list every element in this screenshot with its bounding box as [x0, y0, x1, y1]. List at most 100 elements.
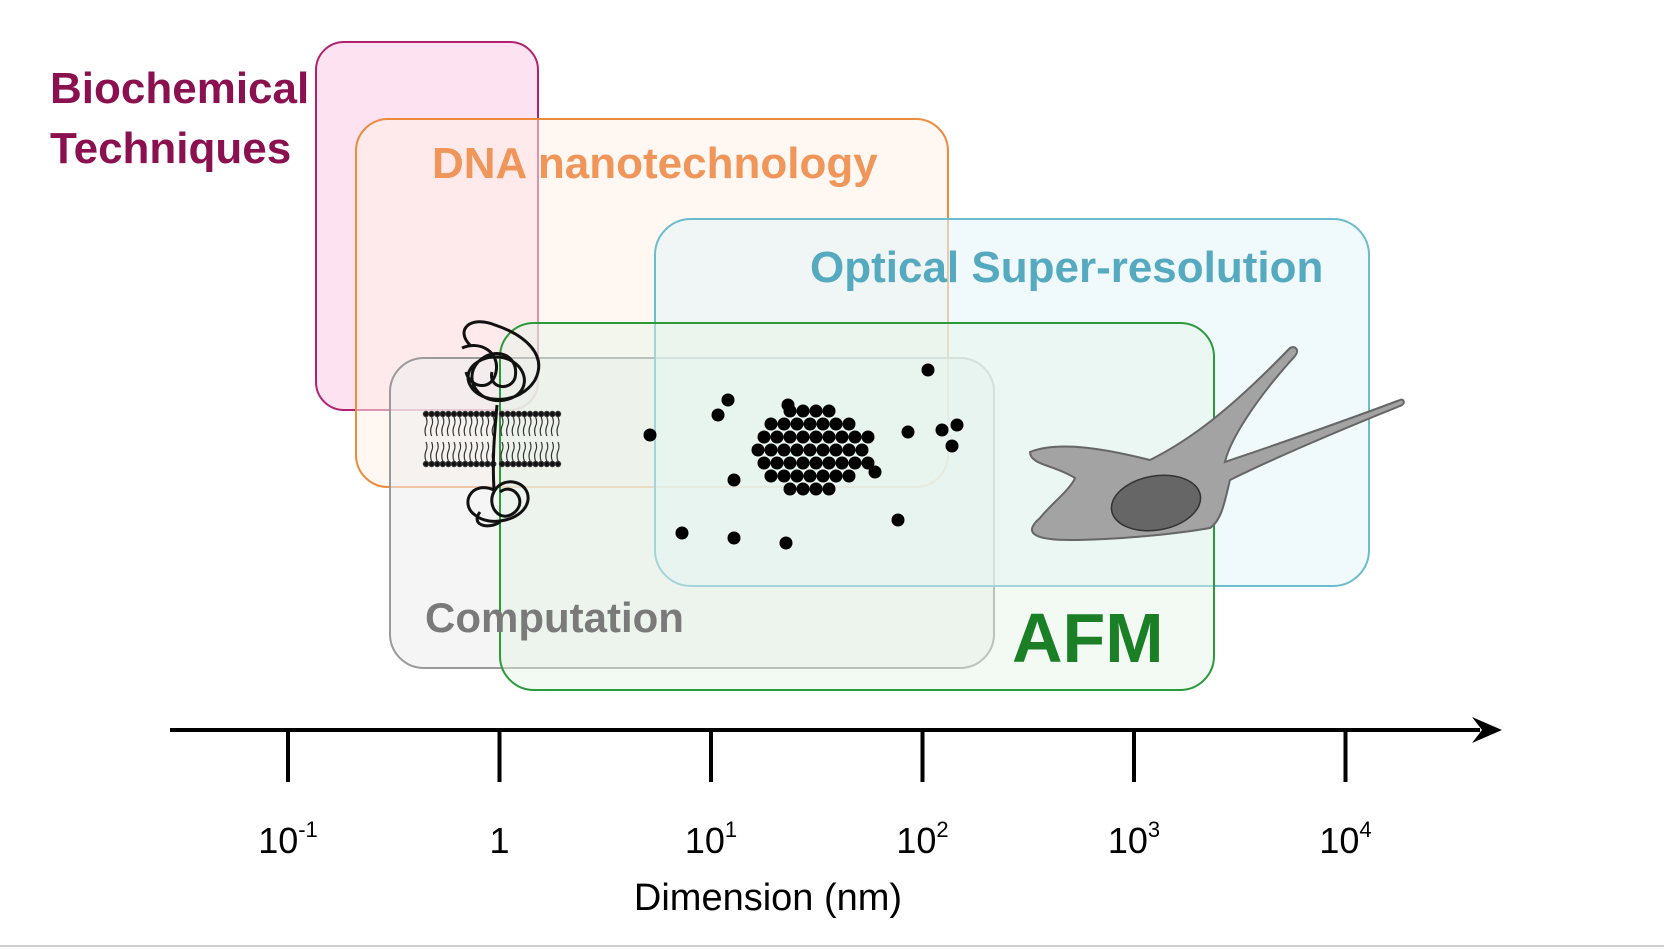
nanoparticle: [764, 443, 778, 457]
lipid-head: [498, 410, 506, 418]
lipid-tail: [511, 441, 515, 462]
nanoparticle: [816, 417, 830, 431]
nanoparticle: [796, 456, 810, 470]
lipid-head: [543, 460, 551, 468]
lipid-head: [473, 460, 480, 468]
lipid-tail: [522, 416, 526, 437]
nanoparticle: [945, 439, 959, 453]
lipid-head: [467, 410, 474, 418]
lipid-tail: [550, 441, 554, 462]
axis-title: Dimension (nm): [634, 877, 902, 919]
axis-arrowhead: [1472, 717, 1502, 743]
lipid-head: [515, 460, 523, 468]
nanoparticle: [809, 430, 823, 444]
lipid-tail: [528, 416, 532, 437]
lipid-tail: [534, 416, 538, 437]
nanoparticle: [803, 417, 817, 431]
nanoparticle: [950, 418, 964, 432]
lipid-head: [422, 410, 430, 418]
lipid-tail: [528, 441, 532, 462]
lipid-tail: [458, 416, 462, 437]
lipid-head: [554, 460, 562, 468]
lipid-tail: [480, 416, 484, 437]
lipid-tail: [545, 416, 549, 437]
axis-tick-label: 10-1: [258, 817, 318, 861]
nanoparticle: [842, 417, 856, 431]
nanoparticle: [790, 417, 804, 431]
lipid-head: [473, 410, 480, 418]
axis-tick-label: 103: [1108, 817, 1160, 861]
lipid-head: [510, 460, 517, 468]
lipid-head: [532, 410, 539, 418]
lipid-head: [478, 460, 486, 468]
lipid-tail: [446, 441, 450, 462]
nanoparticle: [751, 443, 765, 457]
nanoparticle: [764, 469, 778, 483]
nanoparticle: [790, 469, 804, 483]
lipid-tail: [486, 416, 490, 437]
nanoparticle: [816, 469, 830, 483]
nanoparticle: [777, 443, 791, 457]
lipid-head: [532, 460, 539, 468]
biochemical-label-line2: Techniques: [50, 124, 291, 173]
lipid-tail: [424, 416, 428, 437]
lipid-tail: [480, 441, 484, 462]
lipid-tail: [463, 416, 467, 437]
nanoparticle: [777, 469, 791, 483]
lipid-tail: [556, 416, 560, 437]
lipid-tail: [463, 441, 467, 462]
nanoparticle: [829, 469, 843, 483]
lipid-head: [439, 460, 446, 468]
lipid-head: [450, 460, 458, 468]
lipid-head: [422, 460, 430, 468]
lipid-tail: [522, 441, 526, 462]
lipid-head: [428, 460, 435, 468]
nanoparticle: [935, 423, 949, 437]
lipid-tail: [511, 416, 515, 437]
nanoparticle: [757, 430, 771, 444]
lipid-head: [510, 410, 517, 418]
lipid-head: [526, 410, 534, 418]
lipid-head: [462, 460, 469, 468]
nanoparticle: [796, 482, 810, 496]
lipid-tail: [506, 441, 510, 462]
lipid-head: [549, 460, 556, 468]
nanoparticle: [842, 443, 856, 457]
lipid-tail: [469, 441, 473, 462]
lipid-tail: [430, 416, 434, 437]
computation-label: Computation: [425, 594, 684, 641]
nanoparticle: [829, 417, 843, 431]
nanoparticle: [809, 456, 823, 470]
cell-icon: [1028, 346, 1405, 542]
lipid-tail: [506, 416, 510, 437]
lipid-head: [538, 410, 545, 418]
lipid-tail: [441, 441, 445, 462]
lipid-tail: [474, 416, 478, 437]
nanoparticle: [861, 430, 875, 444]
nanoparticle: [921, 363, 935, 377]
nanoparticle: [835, 430, 849, 444]
nanoparticle: [643, 428, 657, 442]
lipid-head: [498, 460, 506, 468]
lipid-head: [434, 460, 441, 468]
lipid-tail: [452, 441, 456, 462]
lipid-tail: [539, 441, 543, 462]
nanoparticle: [783, 430, 797, 444]
nanoparticle: [783, 482, 797, 496]
lipid-head: [554, 410, 562, 418]
nanoparticle: [861, 456, 875, 470]
axis-tick-label: 102: [896, 817, 948, 861]
nanoparticle: [822, 482, 836, 496]
nanoparticle: [891, 513, 905, 527]
lipid-head: [504, 460, 511, 468]
nanoparticle: [803, 443, 817, 457]
nanoparticle: [829, 443, 843, 457]
protein-in-membrane-icon: [422, 320, 562, 528]
cell-nucleus: [1110, 474, 1202, 532]
lipid-tail: [435, 416, 439, 437]
nanoparticle: [796, 430, 810, 444]
lipid-head: [549, 410, 556, 418]
